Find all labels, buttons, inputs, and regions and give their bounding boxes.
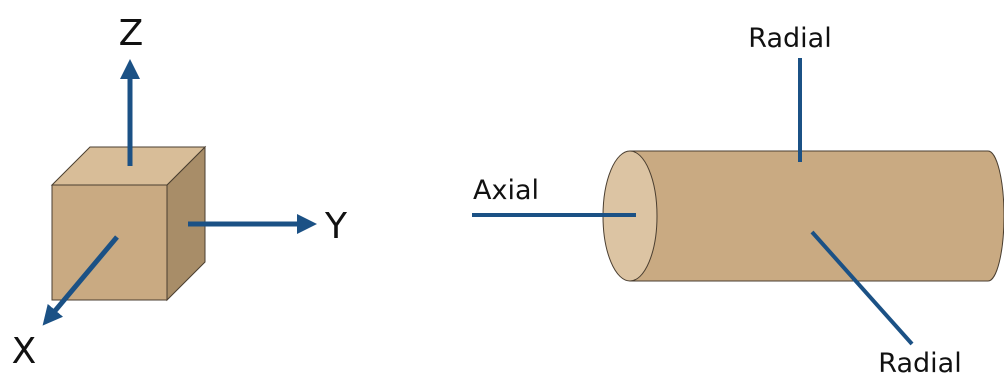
cube-figure: Z Y X	[12, 13, 348, 372]
radial-bottom-line	[810, 230, 914, 346]
cylinder-figure: Axial Radial Radial	[472, 23, 1004, 377]
radial-bottom-label: Radial	[878, 348, 961, 377]
axial-label: Axial	[473, 175, 539, 206]
radial-top-label: Radial	[748, 23, 831, 54]
cylinder-body	[629, 150, 1004, 282]
x-axis-arrow	[42, 235, 119, 326]
y-axis-label: Y	[324, 206, 348, 247]
x-axis-label: X	[12, 331, 37, 372]
z-axis-label: Z	[119, 13, 144, 54]
